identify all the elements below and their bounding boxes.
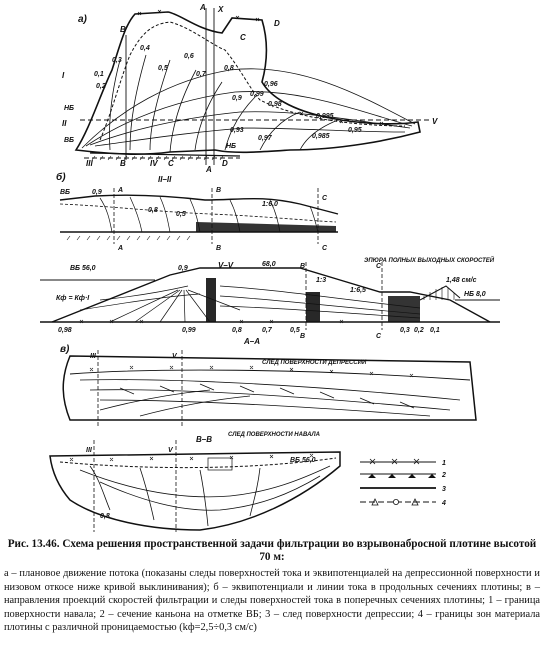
panel-c-letter-b2: B bbox=[300, 333, 305, 340]
legend: 1 2 3 4 bbox=[360, 458, 446, 507]
panel-b-letter-b2: B bbox=[216, 245, 221, 252]
caption-body: а – плановое движение потока (показаны с… bbox=[4, 568, 540, 634]
panel-d-letter: в) bbox=[60, 344, 70, 355]
panel-a-value-16: 0,95 bbox=[348, 127, 362, 134]
panel-a-letter-c2: C bbox=[240, 33, 246, 42]
panel-a-letter-d1: D bbox=[222, 159, 228, 168]
panel-c-value-8: 0,99 bbox=[182, 327, 196, 334]
panel-a-letter: а) bbox=[78, 14, 88, 25]
panel-b-value-2: 0,5 bbox=[176, 211, 186, 218]
panel-a-letter-a1: A bbox=[199, 3, 206, 12]
panel-c-velocity: 1,48 см/с bbox=[446, 277, 477, 284]
legend-item-2: 2 bbox=[360, 472, 446, 479]
panel-a-water-1: НБ bbox=[64, 105, 74, 112]
panel-d-depression-plan: в) III V СЛЕД ПОВЕРХНОСТИ ДЕПРЕССИИ bbox=[60, 344, 477, 428]
panel-a-letter-a2: A bbox=[205, 165, 212, 174]
panel-b-letter-b1: B bbox=[216, 187, 221, 194]
panel-a-letter-c1: C bbox=[168, 159, 174, 168]
legend-number-3: 3 bbox=[442, 486, 446, 493]
panel-a-letter-b1: B bbox=[120, 25, 126, 34]
panel-c-value-6: 0,1 bbox=[430, 327, 440, 334]
panel-c-letter-c2: C bbox=[376, 333, 382, 340]
caption-title: Рис. 13.46. Схема решения пространственн… bbox=[7, 538, 537, 563]
panel-c-water-down: НБ 8,0 bbox=[464, 291, 486, 298]
panel-c-value-10: 1:3 bbox=[316, 277, 326, 284]
panel-b-letter-c2: C bbox=[322, 245, 328, 252]
panel-b-longitudinal-section: б) II–II ВБ A A B B C C 0,9 0,8 0,5 1:6,… bbox=[56, 171, 339, 252]
panel-b-letter: б) bbox=[56, 171, 66, 183]
panel-b-section-title: II–II bbox=[158, 175, 172, 184]
panel-a-value-4: 0,5 bbox=[158, 65, 168, 72]
panel-b-value-0: 0,9 bbox=[92, 189, 102, 196]
panel-d-surface-label: СЛЕД ПОВЕРХНОСТИ ДЕПРЕССИИ bbox=[262, 360, 367, 366]
panel-a-value-6: 0,7 bbox=[196, 71, 207, 78]
panel-b-slope: 1:6,0 bbox=[262, 201, 278, 208]
panel-b-letter-c1: C bbox=[322, 195, 328, 202]
panel-a-water-3: НБ bbox=[226, 143, 236, 150]
panel-a-value-13: 0,93 bbox=[230, 127, 244, 134]
panel-e-water: ВБ 56,0 bbox=[290, 457, 316, 464]
panel-a-value-14: 0,97 bbox=[258, 135, 273, 142]
panel-a-value-0: 0,1 bbox=[94, 71, 104, 78]
panel-a-value-2: 0,3 bbox=[112, 57, 122, 64]
legend-item-1: 1 bbox=[360, 458, 446, 467]
panel-c-epure-label: ЭПЮРА ПОЛНЫХ ВЫХОДНЫХ СКОРОСТЕЙ bbox=[364, 256, 495, 264]
panel-d-roman-5: V bbox=[172, 353, 178, 360]
panel-e-section-title: В–В bbox=[196, 435, 212, 444]
legend-number-4: 4 bbox=[441, 500, 446, 507]
panel-b-water: ВБ bbox=[60, 189, 70, 196]
panel-d-roman-3: III bbox=[90, 353, 97, 360]
panel-c-value-3: 0,5 bbox=[290, 327, 300, 334]
panel-a-value-15: 0,985 bbox=[312, 133, 330, 140]
panel-e-roman-5: V bbox=[168, 447, 174, 454]
panel-e-value-0: 0,8 bbox=[100, 513, 110, 520]
filtration-diagram: а) I II III IV V A A bbox=[40, 3, 500, 532]
panel-a-value-1: 0,2 bbox=[96, 83, 106, 90]
panel-a-letter-x: X bbox=[217, 5, 224, 14]
legend-number-1: 1 bbox=[442, 460, 446, 467]
panel-a-value-3: 0,4 bbox=[140, 45, 150, 52]
panel-e-roman-3: III bbox=[86, 447, 93, 454]
legend-number-2: 2 bbox=[441, 472, 446, 479]
panel-a-value-11: 0,98 bbox=[268, 101, 282, 108]
panel-a-value-12: 0,995 bbox=[316, 113, 334, 120]
panel-c-value-7: 0,98 bbox=[58, 327, 72, 334]
panel-c-section-title: V–V bbox=[218, 261, 234, 270]
panel-c-value-0: 0,9 bbox=[178, 265, 188, 272]
panel-c-value-5: 0,2 bbox=[414, 327, 424, 334]
legend-item-4: 4 bbox=[360, 498, 446, 507]
panel-b-letter-a1: A bbox=[117, 187, 123, 194]
panel-c-section-title-2: A–A bbox=[243, 337, 260, 346]
panel-a-plan-view: а) I II III IV V A A bbox=[62, 3, 438, 174]
panel-c-water-up: ВБ 56,0 bbox=[70, 265, 96, 272]
panel-c-value-11: 1:6,5 bbox=[350, 287, 366, 294]
panel-e-cross-section: В–В СЛЕД ПОВЕРХНОСТИ НАВАЛА III V ВБ 56,… bbox=[49, 432, 341, 532]
figure-caption: Рис. 13.46. Схема решения пространственн… bbox=[4, 538, 540, 635]
panel-b-value-1: 0,8 bbox=[148, 207, 158, 214]
panel-c-value-1: 0,8 bbox=[232, 327, 242, 334]
panel-a-roman-2: II bbox=[62, 119, 67, 128]
panel-a-letter-d2: D bbox=[274, 19, 280, 28]
panel-c-letter-b1: B bbox=[300, 263, 305, 270]
panel-b-letter-a2: A bbox=[117, 245, 123, 252]
panel-c-value-4: 0,3 bbox=[400, 327, 410, 334]
panel-a-value-7: 0,8 bbox=[224, 65, 234, 72]
panel-c-kf: Кф = Кф·I bbox=[56, 295, 90, 302]
panel-a-roman-3: III bbox=[86, 159, 93, 168]
panel-c-value-2: 0,7 bbox=[262, 327, 273, 334]
panel-c-letter-c1: C bbox=[376, 263, 382, 270]
panel-a-value-5: 0,6 bbox=[184, 53, 194, 60]
panel-a-letter-b2: B bbox=[120, 159, 126, 168]
panel-a-roman-5: V bbox=[432, 117, 438, 126]
panel-a-value-9: 0,99 bbox=[250, 91, 264, 98]
panel-c-value-9: 68,0 bbox=[262, 261, 276, 268]
panel-a-value-8: 0,9 bbox=[232, 95, 242, 102]
panel-a-roman-1: I bbox=[62, 71, 65, 80]
panel-e-surface-label: СЛЕД ПОВЕРХНОСТИ НАВАЛА bbox=[228, 432, 320, 438]
legend-item-3: 3 bbox=[360, 486, 446, 493]
panel-a-value-10: 0,96 bbox=[264, 81, 278, 88]
panel-c-cross-section: V–V A–A ЭПЮРА ПОЛНЫХ ВЫХОДНЫХ СКОРОСТЕЙ … bbox=[40, 256, 500, 346]
panel-a-water-2: ВБ bbox=[64, 137, 74, 144]
panel-a-roman-4: IV bbox=[150, 159, 158, 168]
